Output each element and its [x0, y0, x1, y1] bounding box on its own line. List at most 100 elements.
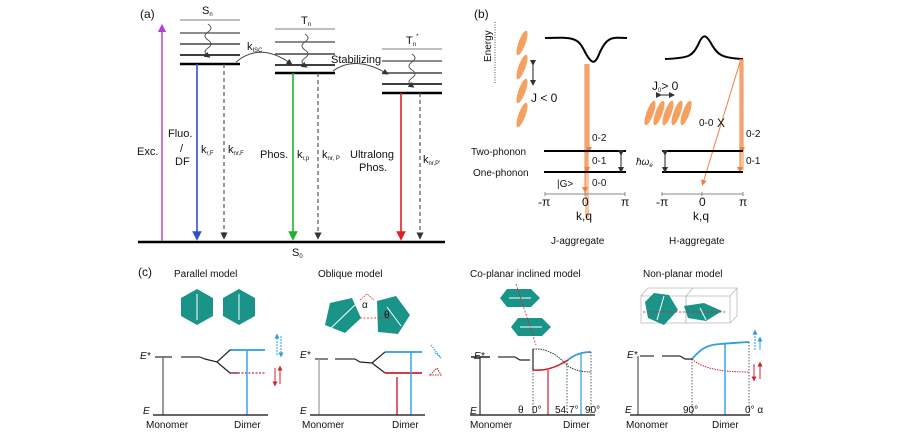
oblique-model-title: Oblique model [318, 269, 382, 280]
parallel-e-star: E* [140, 351, 152, 362]
coplanar-angle-54: 54.7° [555, 405, 578, 416]
ground-state-label: |G> [557, 179, 573, 190]
coplanar-dimer-label: Dimer [563, 420, 590, 431]
j-tick-pi: π [621, 195, 629, 209]
h-label-00: 0-0 [699, 118, 714, 129]
nonplanar-model-title: Non-planar model [643, 269, 723, 280]
oblique-theta: θ [384, 310, 390, 321]
j-coupling-label: J < 0 [531, 91, 558, 105]
h-aggregate-molecules [644, 100, 692, 126]
h-tick-pi: π [739, 195, 747, 209]
j-tick-zero: 0 [582, 195, 589, 209]
knrpp-label: knr,P' [423, 154, 440, 167]
oblique-model: Oblique model α θ E* E Monomer Dimer [300, 269, 442, 431]
j-tick-neg-pi: -π [538, 195, 550, 209]
panel-a: (a) Sn Tn Tn* [137, 5, 445, 260]
h-tick-zero: 0 [699, 195, 706, 209]
ultralong-label-1: Ultralong [350, 149, 394, 161]
h-transition-00-forbidden [701, 61, 741, 186]
parallel-model: Parallel model E* E Monomer Dimer [140, 269, 284, 431]
h-label-02: 0-2 [746, 129, 761, 140]
exc-label: Exc. [137, 146, 158, 158]
coplanar-angle-0: 0° [532, 405, 542, 416]
j-label-02: 0-2 [592, 133, 607, 144]
sn-levels: Sn [180, 5, 240, 66]
sn-label: Sn [202, 5, 213, 18]
h-dispersion-curve [664, 35, 744, 60]
parallel-model-title: Parallel model [174, 269, 237, 280]
fluo-label-1: Fluo. [168, 128, 192, 140]
nonplanar-e: E [625, 405, 632, 416]
nonplanar-angle-90: 90° [683, 405, 698, 416]
coplanar-monomer-label: Monomer [470, 420, 513, 431]
nonplanar-lower-curve [691, 358, 750, 373]
j-axis-label: k,q [576, 209, 592, 223]
panel-a-label: (a) [140, 7, 155, 21]
nonplanar-model: Non-planar model E* E [625, 269, 763, 431]
tn-star-relaxation-icon [407, 53, 416, 88]
panel-b-label: (b) [474, 7, 489, 21]
tn-levels: Tn [275, 15, 335, 75]
h-aggregate-title: H-aggregate [669, 236, 725, 247]
panel-c: (c) Parallel model E* E Monomer Dimer [138, 265, 763, 431]
s0-label: S0 [292, 247, 303, 260]
fluo-label-2: / [180, 143, 184, 155]
oblique-e: E [300, 406, 307, 417]
energy-label: Energy [483, 30, 494, 62]
stabilizing-label: Stabilizing [331, 54, 381, 66]
parallel-e: E [143, 406, 150, 417]
one-phonon-label: One-phonon [473, 168, 529, 179]
oblique-dimer-label: Dimer [392, 420, 419, 431]
h-axis-label: k,q [693, 209, 709, 223]
coplanar-model-title: Co-planar inclined model [470, 269, 581, 280]
h-forbidden-x: X [717, 116, 725, 130]
coplanar-e: E [470, 406, 477, 417]
oblique-alpha: α [362, 300, 368, 311]
two-phonon-label: Two-phonon [471, 147, 526, 158]
oblique-molecule-1 [325, 298, 361, 333]
nonplanar-angle-0-alpha: 0° α [745, 405, 763, 416]
oblique-lower-dipole-icon [428, 367, 442, 376]
nonplanar-monomer-label: Monomer [626, 420, 669, 431]
knrf-label: knr,F [228, 144, 244, 157]
coplanar-inclined-model: Co-planar inclined model E* E θ 0° 54.7° [470, 269, 600, 431]
stabilizing-arrow [332, 63, 389, 75]
parallel-monomer-label: Monomer [146, 420, 189, 431]
tn-star-levels: Tn* [382, 34, 442, 95]
nonplanar-e-star: E* [627, 350, 639, 361]
h-coupling-label: J0> 0 [652, 79, 679, 94]
oblique-upper-dipole-icon [430, 344, 442, 359]
krp-label: kr,p [297, 149, 310, 162]
ultralong-label-2: Phos. [359, 162, 387, 174]
kisc-label: kISC [247, 41, 263, 54]
oblique-e-star: E* [300, 350, 312, 361]
j-aggregate-title: J-aggregate [551, 236, 605, 247]
krf-label: kr,F [201, 144, 214, 157]
h-tick-neg-pi: -π [656, 195, 668, 209]
coplanar-angle-90: 90° [585, 405, 600, 416]
j-label-00: 0-0 [592, 178, 607, 189]
j-label-01: 0-1 [592, 156, 607, 167]
j-aggregate-molecules [516, 30, 528, 128]
tn-label: Tn [301, 15, 311, 28]
nonplanar-dimer-label: Dimer [712, 420, 739, 431]
coplanar-upper-curve [567, 351, 592, 361]
coplanar-lower-curve [532, 351, 592, 371]
tn-relaxation-icon [300, 33, 309, 68]
j-dispersion-curve [544, 36, 628, 63]
nonplanar-molecule-1 [645, 293, 678, 325]
sn-relaxation-icon [203, 23, 212, 58]
phos-label: Phos. [260, 149, 288, 161]
parallel-dimer-label: Dimer [234, 420, 261, 431]
tn-star-label: Tn* [406, 34, 419, 48]
coplanar-angle-theta: θ [518, 405, 524, 416]
fluo-label-3: DF [175, 156, 190, 168]
nonplanar-upper-curve [691, 341, 750, 360]
panel-c-label: (c) [138, 265, 152, 279]
oblique-monomer-label: Monomer [302, 420, 345, 431]
hbar-omega-label: ħωe [636, 157, 653, 169]
panel-b: (b) Energy J < 0 0-2 0-1 0-0 Two-phonon … [471, 7, 761, 247]
isc-arrow [235, 51, 293, 65]
h-label-01: 0-1 [746, 156, 761, 167]
